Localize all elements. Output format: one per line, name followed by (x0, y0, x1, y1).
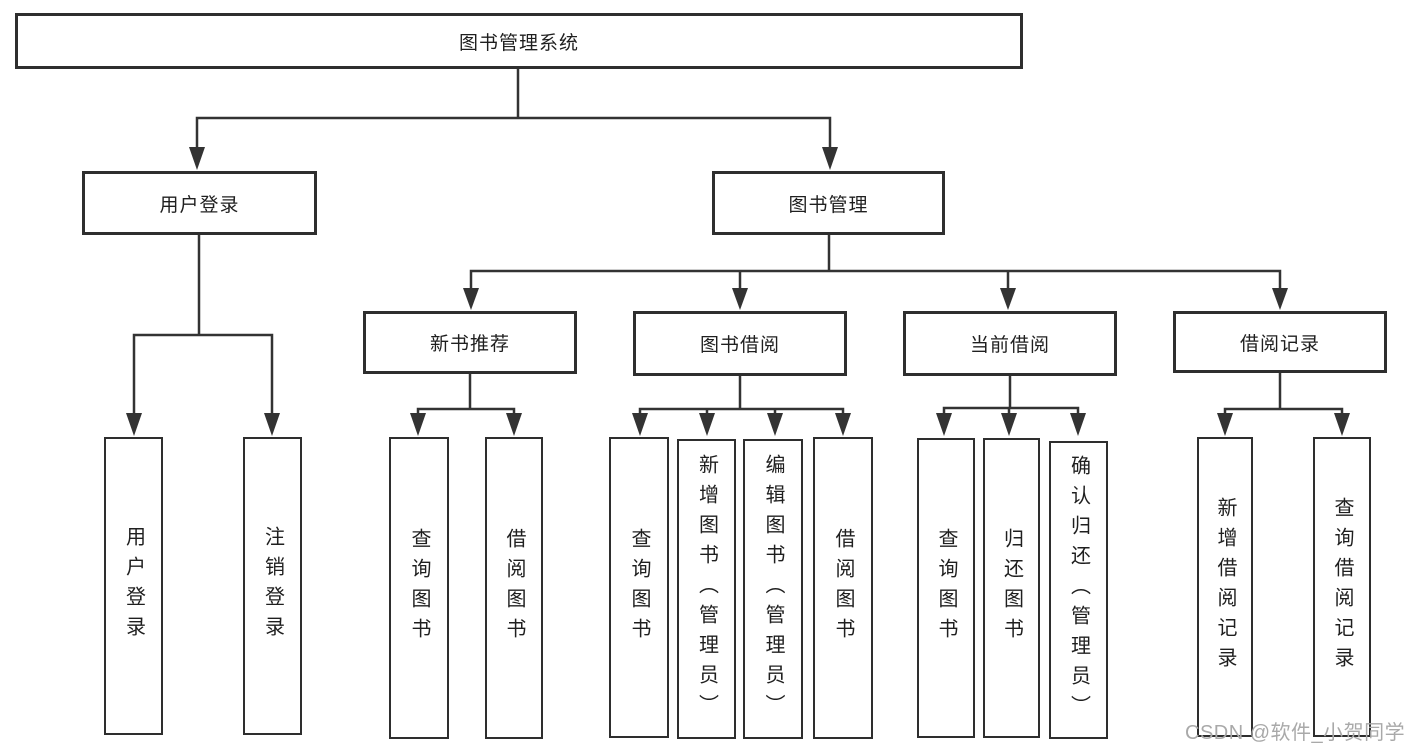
leaf-user-login: 用户登录 (104, 437, 163, 735)
leaf-add-borrow-record: 新增借阅记录 (1197, 437, 1253, 737)
node-current-borrow: 当前借阅 (903, 311, 1117, 376)
node-book-borrow: 图书借阅 (633, 311, 847, 376)
leaf-label: 新增借阅记录 (1214, 497, 1236, 677)
csdn-watermark: CSDN @软件_小贺同学 (1185, 722, 1405, 744)
leaf-return-book: 归还图书 (983, 438, 1040, 738)
node-label: 借阅记录 (1239, 333, 1320, 355)
leaf-borrow-books: 借阅图书 (813, 437, 873, 739)
leaf-borrow-books-recommend: 借阅图书 (485, 437, 543, 739)
leaf-query-books-borrow: 查询图书 (609, 437, 669, 738)
node-label: 图书管理 (788, 194, 869, 216)
node-label: 用户登录 (159, 194, 240, 216)
leaf-label: 确认归还（管理员） (1067, 455, 1090, 725)
node-label: 图书借阅 (699, 335, 780, 356)
leaf-label: 查询借阅记录 (1331, 497, 1353, 677)
leaf-label: 注销登录 (261, 526, 284, 646)
node-new-book-recommend: 新书推荐 (363, 311, 577, 374)
leaf-label: 借阅图书 (503, 528, 525, 648)
leaf-query-borrow-record: 查询借阅记录 (1313, 437, 1371, 737)
leaf-label: 查询图书 (408, 528, 430, 648)
node-user-login: 用户登录 (82, 171, 317, 235)
leaf-logout: 注销登录 (243, 437, 302, 735)
node-borrow-records: 借阅记录 (1173, 311, 1387, 373)
leaf-label: 新增图书（管理员） (695, 454, 718, 724)
node-label: 当前借阅 (969, 335, 1050, 356)
leaf-label: 查询图书 (628, 527, 650, 648)
leaf-add-book-admin: 新增图书（管理员） (677, 439, 736, 739)
leaf-label: 查询图书 (935, 528, 957, 648)
leaf-confirm-return-admin: 确认归还（管理员） (1049, 441, 1108, 739)
leaf-edit-book-admin: 编辑图书（管理员） (743, 439, 803, 739)
leaf-label: 用户登录 (122, 526, 145, 646)
leaf-label: 编辑图书（管理员） (762, 454, 784, 724)
node-label: 新书推荐 (429, 334, 510, 355)
leaf-label: 借阅图书 (832, 528, 854, 648)
leaf-query-books-current: 查询图书 (917, 438, 975, 738)
node-label: 图书管理系统 (458, 32, 579, 54)
node-library-management-system: 图书管理系统 (15, 13, 1023, 69)
node-book-management: 图书管理 (712, 171, 945, 235)
leaf-query-books-recommend: 查询图书 (389, 437, 449, 739)
leaf-label: 归还图书 (1000, 528, 1023, 648)
